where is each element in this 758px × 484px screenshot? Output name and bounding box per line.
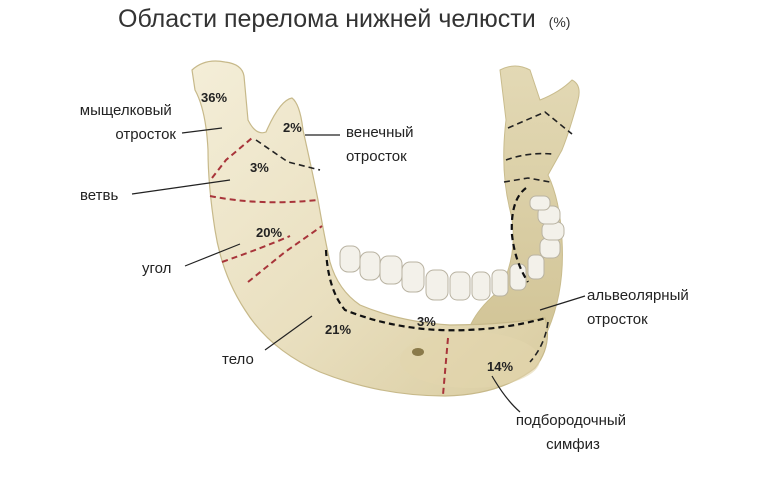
label-coronoid: венечный отросток [346,124,418,165]
pct-angle: 20% [256,225,282,240]
page-title: Области перелома нижней челюсти (%) [118,5,570,33]
mandible-near-side [191,60,548,397]
teeth-far-row [529,195,565,259]
pct-alveolar: 3% [417,314,436,329]
fracture-line-coronoid [255,139,321,171]
fracture-line-angle [247,225,323,283]
pct-ramus: 3% [250,160,269,175]
leader-ramus [131,179,231,195]
leader-symphysis [491,375,521,413]
label-ramus: ветвь [80,187,118,204]
leader-condylar [181,127,223,134]
label-symphysis: подбородочный симфиз [516,412,630,453]
fracture-line-far-ramus [505,152,553,161]
pct-condylar: 36% [201,90,227,105]
label-condylar: мыщелковый отросток [80,102,177,143]
fracture-line-ramus-lower [209,195,319,204]
fracture-line-far-angle [503,177,551,183]
pct-symphysis: 14% [487,359,513,374]
label-angle: угол [142,260,171,277]
pct-body: 21% [325,322,351,337]
fracture-line-alveolar [324,249,547,332]
leader-body [264,315,313,351]
label-alveolar: альвеолярный отросток [587,287,693,328]
fracture-line-alveolar-far [510,187,529,283]
mandible-far-side [463,65,580,381]
leader-angle [184,243,241,267]
teeth-near-row [339,245,545,301]
leader-alveolar [539,295,586,311]
fracture-line-far-condylar [507,111,573,135]
title-unit: (%) [549,14,571,30]
pct-coronoid: 2% [283,120,302,135]
mental-foramen [412,348,424,356]
label-body: тело [222,351,254,368]
fracture-line-condylar [211,137,253,179]
chin-shading [400,332,540,388]
fracture-line-far-symphysis [529,321,549,363]
